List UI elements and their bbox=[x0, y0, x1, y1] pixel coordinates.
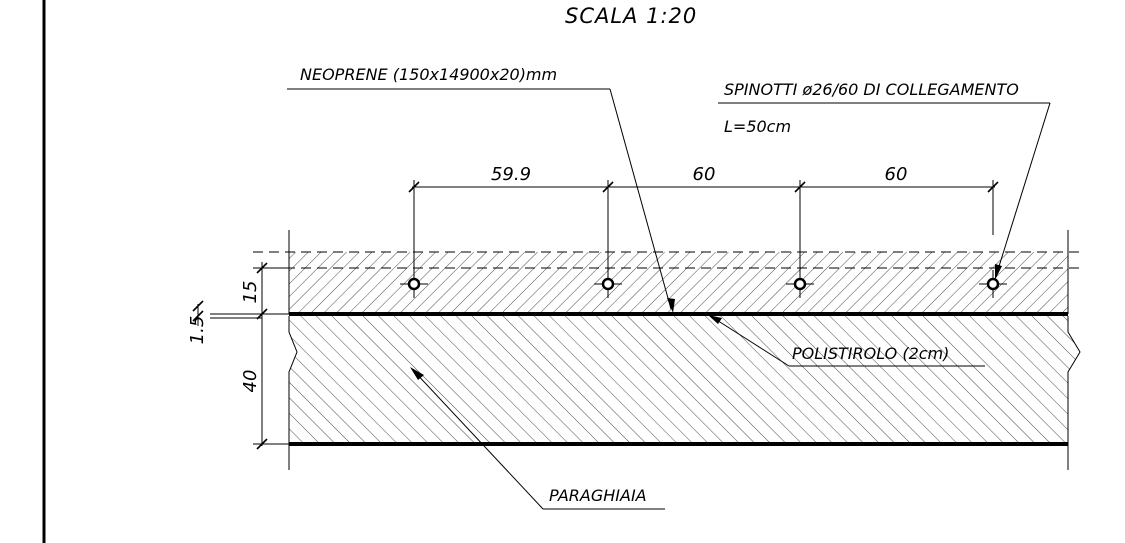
spinotti-label: SPINOTTI ø26/60 DI COLLEGAMENTO bbox=[724, 80, 1019, 99]
polistirolo-leader bbox=[711, 316, 985, 367]
spinotti-leader bbox=[718, 102, 1051, 277]
polistirolo-leader-arrow bbox=[708, 315, 722, 324]
spinotti-leader-arrow bbox=[995, 264, 1002, 280]
vertical-dimension-chain bbox=[192, 262, 289, 450]
paraghiaia-hatch bbox=[289, 316, 1080, 444]
left-break-line bbox=[288, 316, 298, 470]
paraghiaia-leader bbox=[412, 369, 665, 510]
neoprene-leader-arrow bbox=[667, 298, 675, 313]
dimension-label-3: 60 bbox=[885, 164, 908, 185]
paraghiaia-label: PARAGHIAIA bbox=[549, 486, 647, 505]
polistirolo-label: POLISTIROLO (2cm) bbox=[792, 344, 949, 363]
dowel-4 bbox=[979, 270, 1007, 298]
dowel-1 bbox=[400, 270, 428, 298]
neoprene-leader bbox=[287, 88, 672, 310]
spinotti-length-label: L=50cm bbox=[724, 117, 791, 136]
dimension-label-40: 40 bbox=[240, 370, 261, 393]
drawing-title: SCALA 1:20 bbox=[565, 4, 697, 28]
dowel-3 bbox=[786, 270, 814, 298]
upper-slab-hatch bbox=[289, 252, 1068, 314]
dimension-label-1: 59.9 bbox=[491, 164, 531, 185]
right-break-line bbox=[1067, 316, 1081, 470]
dimension-label-2: 60 bbox=[693, 164, 716, 185]
dimension-label-1-5: 1.5 bbox=[187, 316, 208, 345]
paraghiaia-leader-arrow bbox=[410, 367, 424, 380]
horizontal-dimension-chain bbox=[408, 180, 999, 272]
dowel-2 bbox=[594, 270, 622, 298]
dimension-label-15: 15 bbox=[240, 281, 261, 304]
neoprene-label: NEOPRENE (150x14900x20)mm bbox=[300, 65, 557, 84]
